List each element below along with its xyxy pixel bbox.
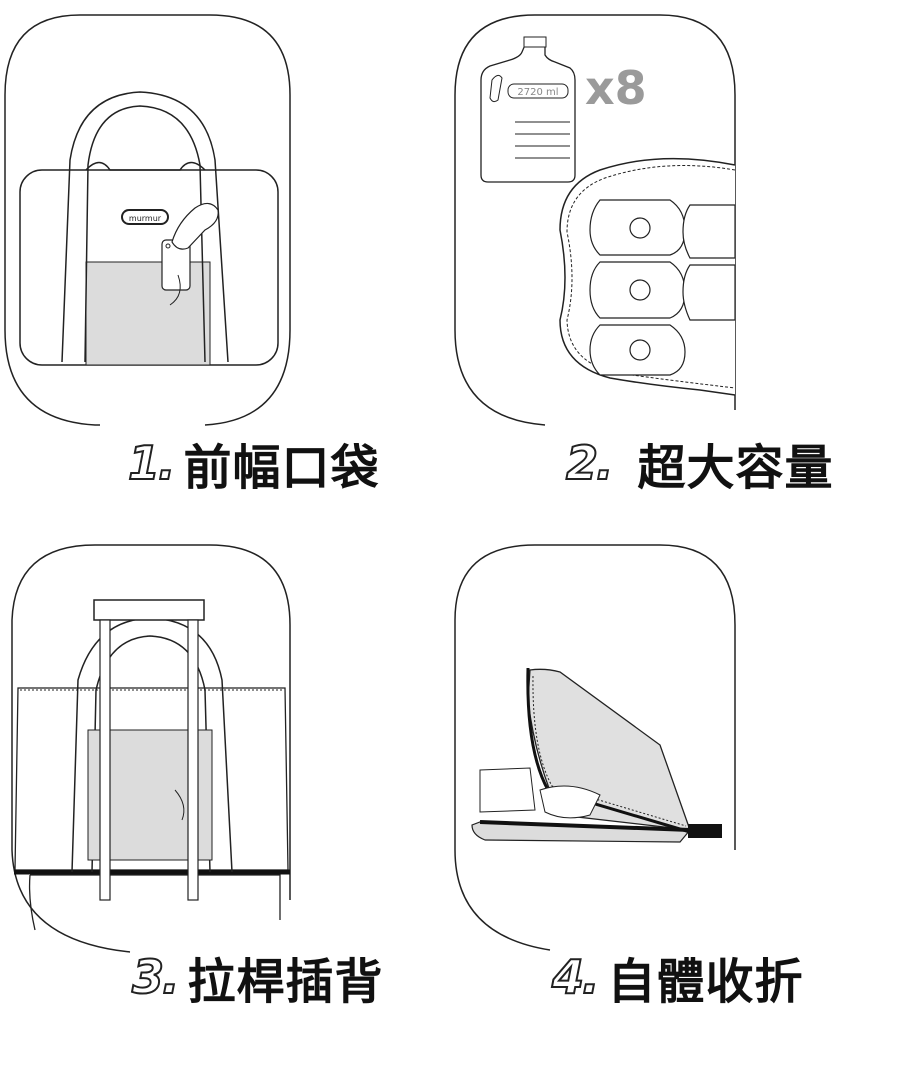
brand-tag: murmur [129, 214, 162, 223]
step-3-label: 拉桿插背 [187, 954, 384, 1010]
step-1-number: 1. [127, 435, 177, 491]
step-2-label: 超大容量 [637, 440, 834, 496]
step-2-caption: 2. 超大容量 [565, 428, 834, 498]
bottle-volume: 2720 ml [517, 87, 558, 98]
step-4-caption: 4. 自體收折 [551, 942, 804, 1012]
step-3-number: 3. [131, 949, 181, 1005]
step-1-caption: 1. 前幅口袋 [127, 428, 380, 498]
step-4-number: 4. [551, 949, 601, 1005]
step-3-caption: 3. 拉桿插背 [131, 942, 384, 1012]
step-4-label: 自體收折 [607, 954, 804, 1010]
step-1-label: 前幅口袋 [183, 440, 380, 496]
multiplier-label: x8 [585, 61, 647, 115]
step-2-number: 2. [565, 435, 615, 491]
